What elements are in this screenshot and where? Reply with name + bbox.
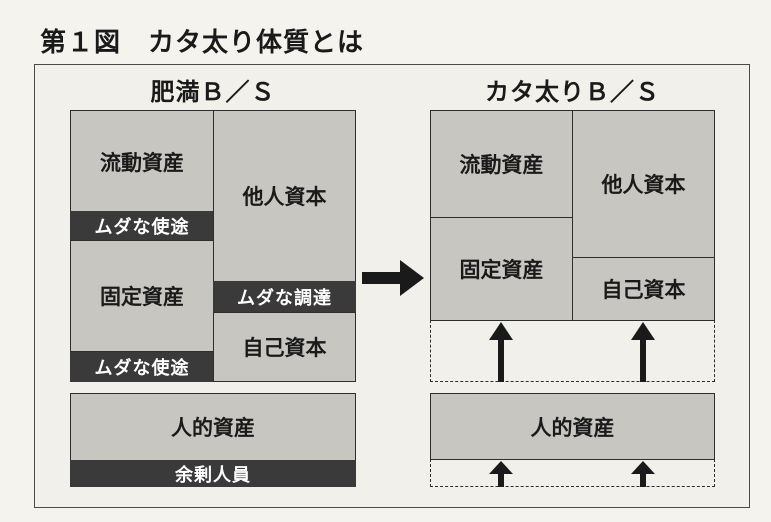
left-waste-use-bar-1: ムダな使途 xyxy=(70,211,214,241)
up-arrow-right-upper xyxy=(631,322,655,382)
left-other-capital: 他人資本 xyxy=(213,110,356,282)
left-waste-procurement-bar: ムダな調達 xyxy=(213,281,356,313)
right-reduced-area-lower xyxy=(430,459,715,487)
right-current-assets: 流動資産 xyxy=(430,110,573,218)
left-human-assets: 人的資産 xyxy=(70,393,356,461)
figure-title: 第１図 カタ太り体質とは xyxy=(40,28,365,58)
up-arrow-left-lower xyxy=(489,461,513,487)
left-fixed-assets: 固定資産 xyxy=(70,240,214,352)
up-arrow-left-upper xyxy=(489,322,513,382)
right-reduced-area-upper xyxy=(430,320,715,382)
up-arrow-right-lower xyxy=(631,461,655,487)
left-own-capital: 自己資本 xyxy=(213,312,356,382)
right-fixed-assets: 固定資産 xyxy=(430,217,573,321)
right-other-capital: 他人資本 xyxy=(572,110,715,258)
left-surplus-staff-bar: 余剰人員 xyxy=(70,460,356,487)
left-heading: 肥満Ｂ／Ｓ xyxy=(150,78,276,106)
right-own-capital: 自己資本 xyxy=(572,257,715,321)
left-waste-use-bar-2: ムダな使途 xyxy=(70,352,214,382)
right-arrow xyxy=(362,260,424,296)
right-heading: カタ太りＢ／Ｓ xyxy=(485,78,660,106)
